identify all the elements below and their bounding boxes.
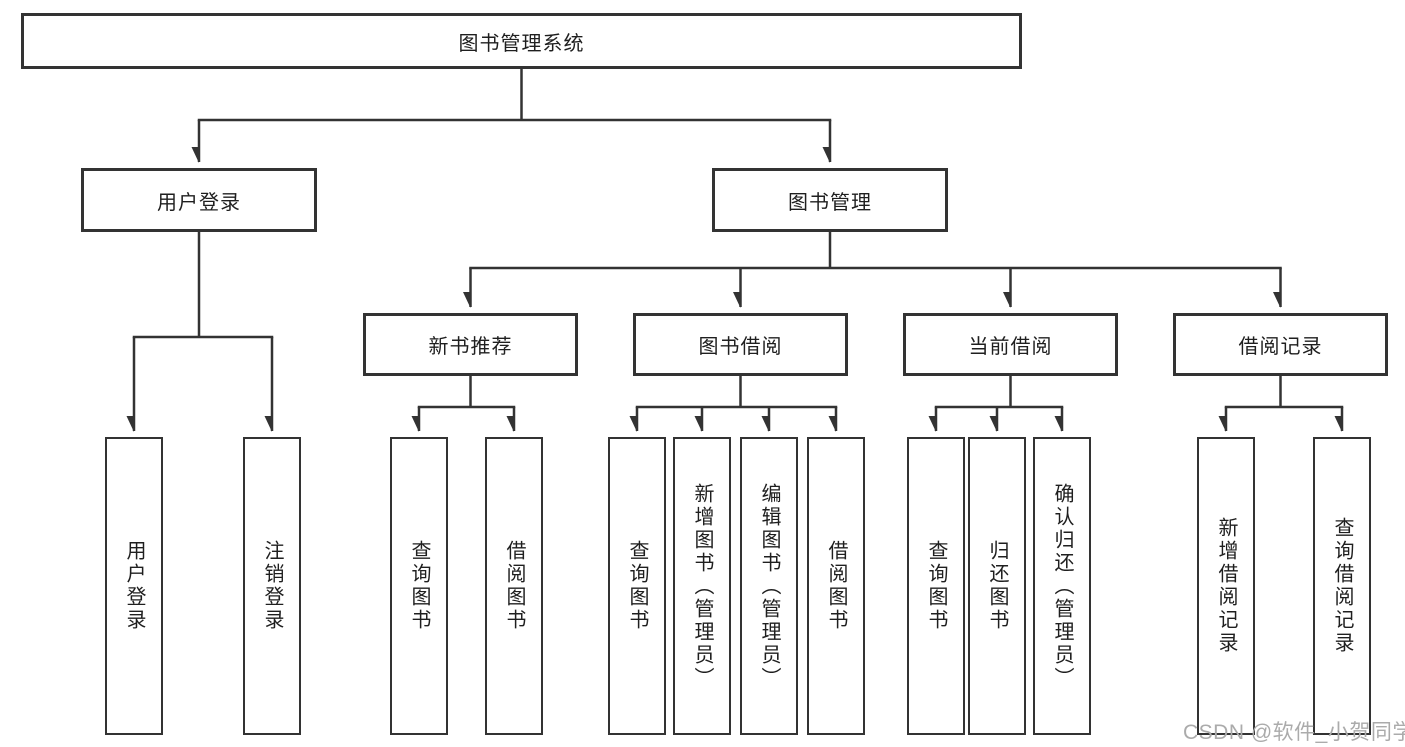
node-current-borrowing: 当前借阅 [903, 313, 1118, 376]
node-user-login: 用户登录 [81, 168, 317, 232]
leaf-borrow-books-2: 借阅图书 [807, 437, 865, 735]
leaf-query-books-3: 查询图书 [907, 437, 965, 735]
node-book-management: 图书管理 [712, 168, 948, 232]
leaf-query-books-2: 查询图书 [608, 437, 666, 735]
node-book-borrowing: 图书借阅 [633, 313, 848, 376]
node-library-management-system: 图书管理系统 [21, 13, 1022, 69]
leaf-return-book: 归还图书 [968, 437, 1026, 735]
leaf-edit-book-admin: 编辑图书（管理员） [740, 437, 798, 735]
leaf-query-borrow-record: 查询借阅记录 [1313, 437, 1371, 735]
node-new-book-recommend: 新书推荐 [363, 313, 578, 376]
leaf-query-books-1: 查询图书 [390, 437, 448, 735]
node-borrowing-records: 借阅记录 [1173, 313, 1388, 376]
leaf-user-login: 用户登录 [105, 437, 163, 735]
leaf-confirm-return-admin: 确认归还（管理员） [1033, 437, 1091, 735]
leaf-add-borrow-record: 新增借阅记录 [1197, 437, 1255, 735]
leaf-add-book-admin: 新增图书（管理员） [673, 437, 731, 735]
leaf-logout: 注销登录 [243, 437, 301, 735]
leaf-borrow-books-1: 借阅图书 [485, 437, 543, 735]
csdn-watermark: CSDN @软件_小贺同学 [1183, 721, 1405, 744]
